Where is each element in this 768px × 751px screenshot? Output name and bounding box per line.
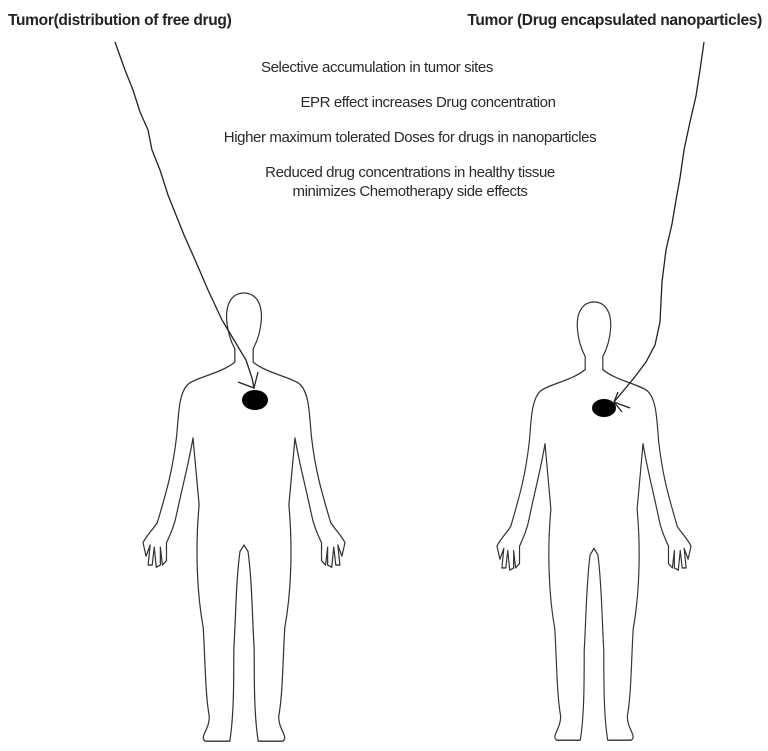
left-arrowhead (238, 372, 258, 388)
right-arrowhead (614, 392, 630, 412)
right-human-figure (497, 302, 691, 740)
left-pointer-line (115, 42, 254, 388)
left-tumor (242, 390, 268, 410)
left-human-figure (143, 293, 345, 741)
right-pointer-line (614, 42, 704, 402)
right-tumor (592, 399, 616, 417)
